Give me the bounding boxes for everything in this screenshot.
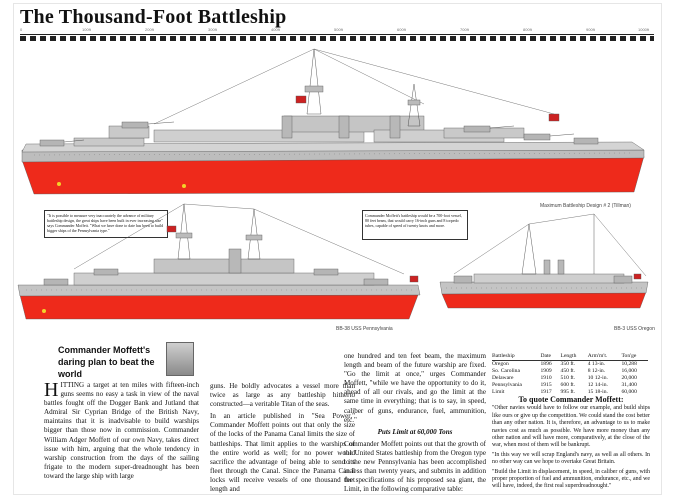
note-left: "It is possible to measure very inaccura… — [44, 210, 168, 238]
article-subhead: Puts Limit at 60,000 Tons — [377, 427, 453, 436]
table-cell: 10 12-in. — [587, 375, 608, 381]
quote-para-1: "Other navies would have to follow our e… — [492, 405, 650, 449]
table-cell: 15 18-in. — [587, 389, 608, 395]
page-title: The Thousand-Foot Battleship — [20, 6, 287, 28]
table-cell: 20,000 — [621, 375, 637, 381]
table-cell: 16,000 — [621, 368, 637, 374]
caption-left-ship: BB-38 USS Pennsylvania — [336, 326, 393, 332]
article-column-2: guns. He boldly advocates a vessel more … — [210, 382, 355, 494]
table-cell: 31,400 — [621, 382, 637, 388]
article-column-1: H ITTING a target at ten miles with fift… — [44, 381, 199, 493]
note-right: Commander Moffett's battleship would be … — [362, 210, 468, 240]
table-row: So. Carolina 1909 450 ft. 8 12-in. 16,00… — [492, 368, 648, 375]
table-header: Date — [540, 353, 561, 361]
article-column-2-para-1: guns. He boldly advocates a vessel more … — [210, 382, 355, 409]
comparison-table: Battleship Date Length Arm'm't. Ton'ge O… — [492, 353, 648, 396]
table-header-row: Battleship Date Length Arm'm't. Ton'ge — [492, 353, 648, 361]
table-cell: 450 ft. — [560, 368, 576, 374]
ruler-tick: 600ft — [397, 27, 406, 32]
table-cell: 1909 — [540, 368, 552, 374]
table-cell: 10,288 — [621, 361, 637, 367]
table-cell: Pennsylvania — [492, 382, 522, 388]
table-header: Length — [560, 353, 588, 361]
table-cell: 600 ft. — [560, 382, 576, 388]
ruler-tick: 800ft — [523, 27, 532, 32]
table-cell: 8 12-in. — [587, 368, 606, 374]
table-header: Battleship — [492, 353, 541, 361]
quote-para-2: "In this way we will scrap England's nav… — [492, 451, 650, 466]
ruler-tick: 1000ft — [638, 27, 650, 32]
pennsylvania-illustration — [17, 203, 421, 320]
quote-heading: To quote Commander Moffett: — [518, 395, 624, 404]
moffett-portrait-image — [166, 342, 194, 376]
table-cell: Oregon — [492, 361, 509, 367]
ruler-tick: 700ft — [460, 27, 469, 32]
quote-para-3: "Build the Limit in displacement, in spe… — [492, 468, 650, 490]
table-row: Delaware 1910 510 ft. 10 12-in. 20,000 — [492, 375, 648, 382]
ruler-tick: 0 — [20, 27, 23, 32]
table-cell: 1917 — [540, 389, 552, 395]
article-headline: Commander Moffett's daring plan to beat … — [58, 345, 155, 379]
scale-ruler: 0 100ft 200ft 300ft 400ft 500ft 600ft 70… — [20, 27, 654, 42]
article-column-1-text: ITTING a target at ten miles with fiftee… — [44, 381, 199, 480]
ruler-tick: 300ft — [208, 27, 217, 32]
magazine-page: The Thousand-Foot Battleship 0 100ft 200… — [14, 4, 661, 494]
article-column-2-para-2: In an article published in "Sea Power," … — [210, 412, 355, 494]
table-cell: So. Carolina — [492, 368, 520, 374]
article-column-3-para-1: one hundred and ten feet beam, the maxim… — [344, 352, 486, 424]
ruler-tick: 200ft — [145, 27, 154, 32]
article-column-3-para-2: Commander Moffett points out that the gr… — [344, 439, 486, 494]
drop-cap: H — [44, 381, 59, 401]
ruler-tick: 500ft — [334, 27, 343, 32]
table-cell: 350 ft. — [560, 361, 576, 367]
table-cell: 1910 — [540, 375, 552, 381]
table-cell: Limit — [492, 389, 505, 395]
table-cell: 60,000 — [621, 389, 637, 395]
oregon-illustration — [439, 213, 649, 309]
article-column-3: one hundred and ten feet beam, the maxim… — [344, 352, 486, 494]
table-row: Limit 1917 995 ft. 15 18-in. 60,000 — [492, 389, 648, 396]
caption-top-ship: Maximum Battleship Design # 2 (Tillman) — [540, 203, 631, 209]
ruler-tick: 100ft — [82, 27, 91, 32]
table-header: Ton'ge — [621, 353, 648, 361]
table-cell: 510 ft. — [560, 375, 576, 381]
table-cell: 12 14-in. — [587, 382, 608, 388]
ruler-tick: 900ft — [586, 27, 595, 32]
caption-right-ship: BB-3 USS Oregon — [614, 326, 655, 332]
table-header: Arm'm't. — [587, 353, 622, 361]
table-cell: 4 13-in. — [587, 361, 606, 367]
table-row: Oregon 1896 350 ft. 4 13-in. 10,288 — [492, 361, 648, 369]
article-column-4: To quote Commander Moffett: "Other navie… — [492, 395, 650, 493]
table-row: Pennsylvania 1915 600 ft. 12 14-in. 31,4… — [492, 382, 648, 389]
ruler-tick: 400ft — [271, 27, 280, 32]
table-cell: 1896 — [540, 361, 552, 367]
maximum-battleship-illustration — [21, 48, 645, 195]
table-cell: 1915 — [540, 382, 552, 388]
table-cell: 995 ft. — [560, 389, 576, 395]
table-cell: Delaware — [492, 375, 514, 381]
